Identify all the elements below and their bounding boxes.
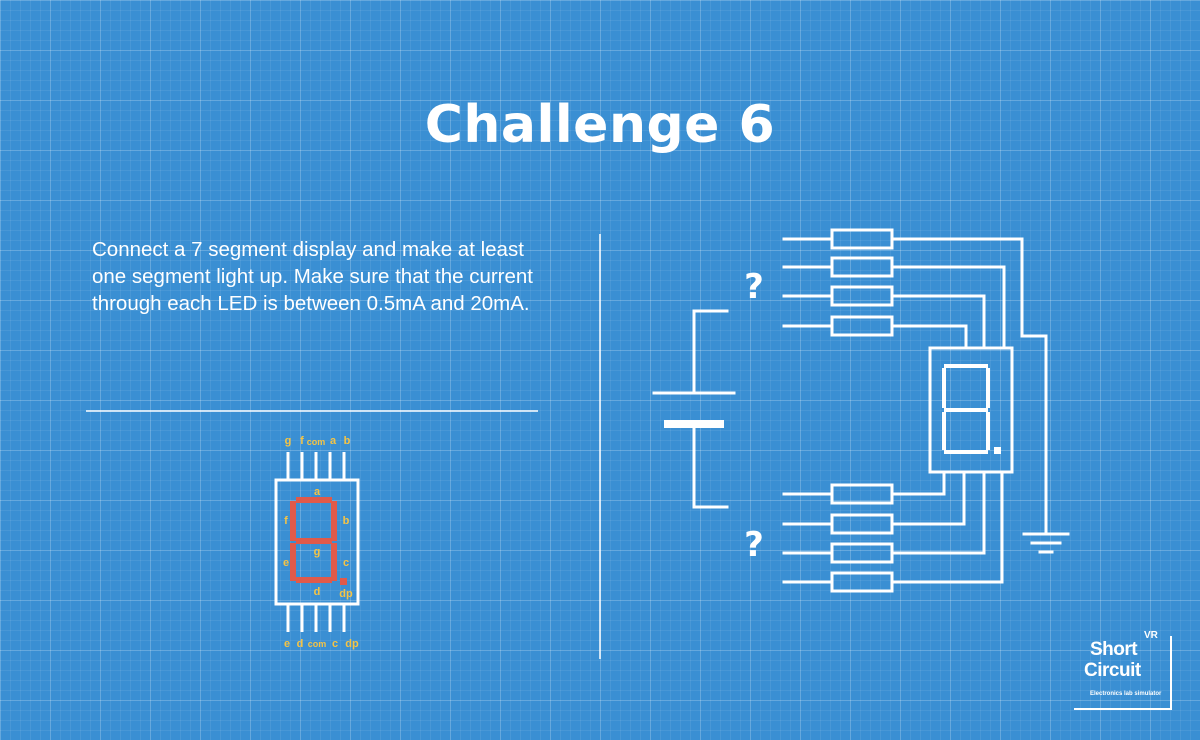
segment-label: a (314, 486, 321, 498)
resistor (830, 542, 894, 564)
resistor (830, 513, 894, 535)
segment-label: d (314, 586, 321, 598)
segment-dp (340, 578, 347, 585)
bottom-pins (286, 604, 346, 632)
pin-label: g (285, 435, 292, 447)
ground-wire (1020, 334, 1048, 534)
unknown-connection-mark: ? (744, 267, 764, 307)
pin-label: d (297, 638, 304, 650)
logo-tagline: Electronics lab simulator (1090, 691, 1162, 697)
pin-label: e (284, 638, 290, 650)
top-pins (286, 452, 346, 480)
logo-line1: Short (1090, 639, 1138, 660)
segment-f (290, 501, 296, 541)
resistor (830, 228, 894, 250)
section-divider-horizontal (86, 410, 538, 412)
segment-a (296, 497, 332, 503)
segment-e (290, 543, 296, 581)
pin-label: b (344, 435, 351, 447)
battery-symbol (652, 309, 736, 509)
pin-label: com (308, 639, 327, 649)
pin-label: com (307, 437, 326, 447)
bottom-resistors (782, 470, 1004, 593)
logo-line2: Circuit (1084, 660, 1141, 681)
page-title: Challenge 6 (424, 95, 776, 155)
pin-label: f (300, 435, 304, 447)
resistor (830, 483, 894, 505)
segment-label: e (283, 557, 289, 569)
segment-g (296, 538, 332, 544)
resistor (830, 315, 894, 337)
led-segments (290, 497, 347, 585)
segment-label: dp (339, 588, 353, 600)
segment-d (296, 577, 332, 583)
battery-top-wire (692, 309, 729, 395)
segment-label: f (284, 515, 288, 527)
resistor (830, 285, 894, 307)
logo-frame (1074, 636, 1172, 710)
schematic-seven-segment-display (928, 326, 1048, 534)
segment-label: g (314, 546, 321, 558)
challenge-description: Connect a 7 segment display and make at … (92, 238, 534, 315)
segment-label: c (343, 557, 349, 569)
pin-label: a (330, 435, 337, 447)
pin-label: dp (345, 638, 359, 650)
top-resistors (782, 228, 1024, 350)
segment-label: b (343, 515, 350, 527)
battery-bottom-wire (692, 422, 729, 509)
section-divider-vertical (599, 234, 601, 659)
resistor (830, 256, 894, 278)
segment-b (331, 501, 337, 541)
unknown-connection-mark: ? (744, 525, 764, 565)
resistor (830, 571, 894, 593)
logo-vr: VR (1144, 630, 1158, 641)
pin-label: c (332, 638, 338, 650)
segment-c (331, 543, 337, 581)
schematic-display-body (928, 346, 1014, 474)
ground-symbol (1022, 532, 1070, 554)
